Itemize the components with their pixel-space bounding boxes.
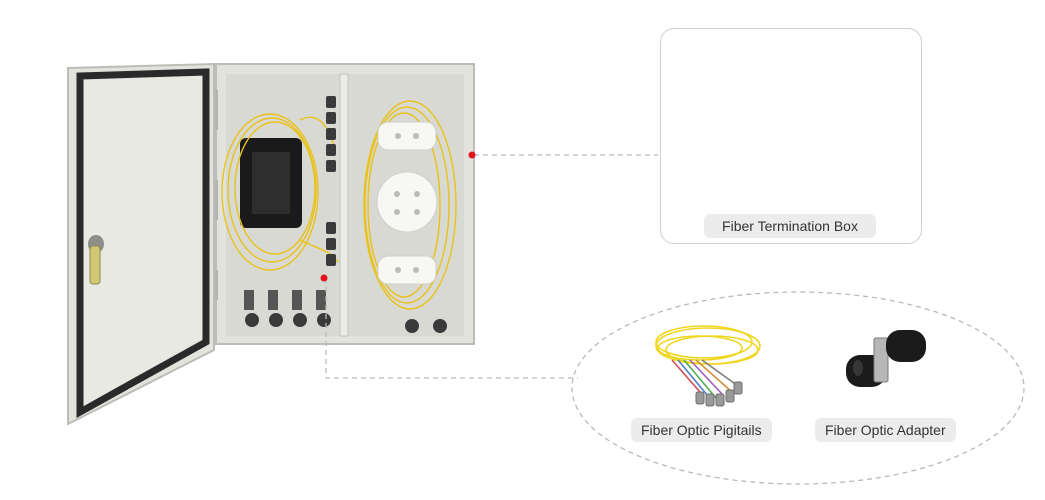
spool-holes xyxy=(394,133,420,273)
connector-lines xyxy=(325,154,658,379)
termination-box-callout xyxy=(660,28,922,244)
marker-termination-box xyxy=(468,151,476,159)
label-fiber-optic-adapter: Fiber Optic Adapter xyxy=(815,418,956,442)
splice-tray-slots xyxy=(252,152,290,214)
fiber-loops-left xyxy=(221,113,339,271)
door-panel xyxy=(84,76,202,406)
storage-spools xyxy=(376,121,438,285)
label-fiber-termination-box: Fiber Termination Box xyxy=(704,214,876,238)
label-fiber-optic-pigtails: Fiber Optic Pigitails xyxy=(631,418,772,442)
pigtails-image xyxy=(655,325,761,407)
marker-pigtails-adapter xyxy=(320,274,328,282)
cable-clamps xyxy=(244,290,326,310)
cable-glands xyxy=(245,313,447,333)
main-fiber-cabinet xyxy=(67,62,475,426)
door-gasket xyxy=(76,68,210,418)
fiber-loops-right xyxy=(363,100,457,310)
cabinet-divider xyxy=(339,73,349,337)
door-handle xyxy=(88,235,104,285)
components-ellipse xyxy=(571,291,1025,485)
adapter-panel xyxy=(326,96,336,266)
adapter-image xyxy=(846,330,926,387)
